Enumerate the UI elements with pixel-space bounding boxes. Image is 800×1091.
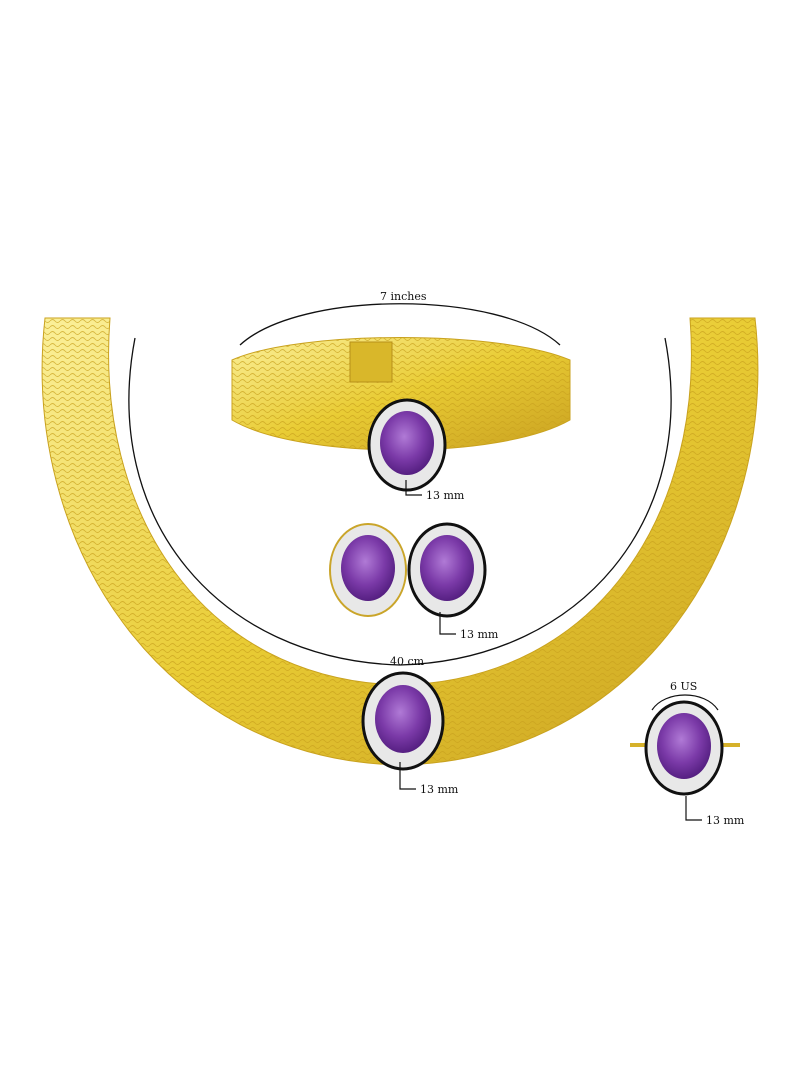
earring-right bbox=[407, 522, 487, 618]
bracelet-stone-label: 13 mm bbox=[426, 489, 465, 502]
necklace-length-label: 40 cm bbox=[390, 655, 425, 668]
ring-size-arc bbox=[651, 694, 719, 711]
ring-stone-pointer bbox=[685, 796, 702, 821]
necklace-stone-label: 13 mm bbox=[420, 783, 459, 796]
earring-left bbox=[329, 523, 407, 617]
necklace-stone-pointer bbox=[399, 762, 416, 790]
bracelet bbox=[231, 337, 571, 451]
necklace-stone bbox=[361, 671, 445, 771]
ring bbox=[630, 700, 740, 796]
bracelet-stone bbox=[367, 398, 447, 492]
bracelet-length-label: 7 inches bbox=[380, 290, 427, 303]
bracelet-measure-arc bbox=[239, 303, 561, 346]
bracelet-stone-pointer bbox=[405, 480, 422, 496]
earring-stone-pointer bbox=[439, 612, 456, 635]
necklace bbox=[41, 317, 759, 766]
ring-stone-label: 13 mm bbox=[706, 814, 745, 827]
necklace-measure-arc bbox=[128, 337, 672, 666]
earring-stone-label: 13 mm bbox=[460, 628, 499, 641]
ring-size-label: 6 US bbox=[670, 680, 697, 693]
